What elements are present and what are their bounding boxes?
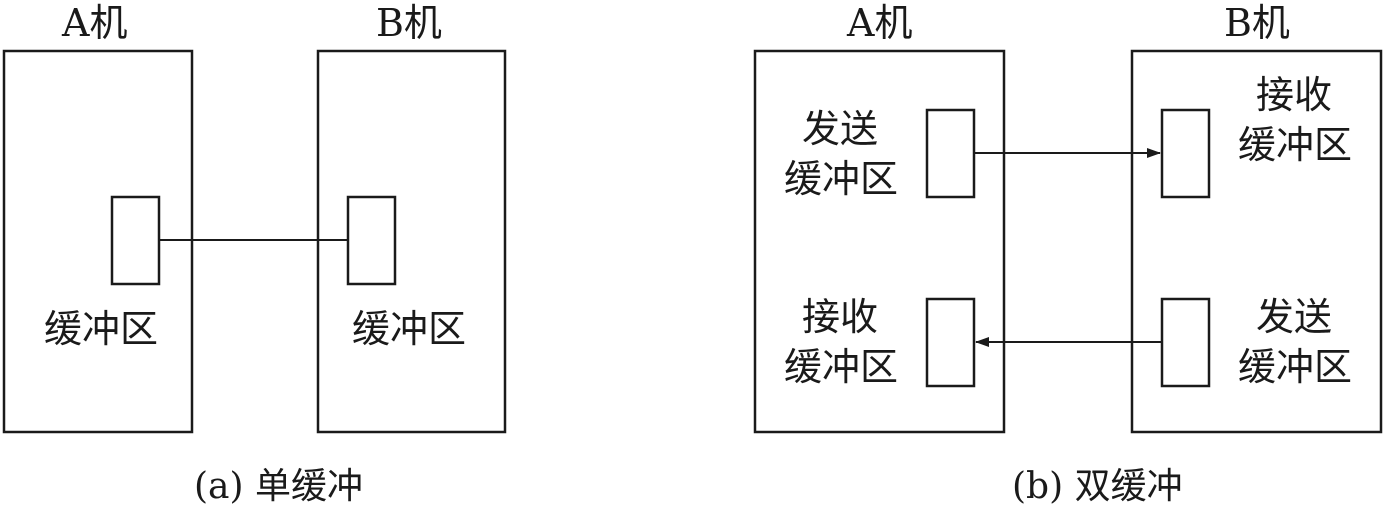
a-recv-label-line2: 缓冲区 — [784, 345, 899, 389]
caption-single: (a) 单缓冲 — [194, 466, 363, 507]
buffer-a-label-single: 缓冲区 — [44, 307, 159, 351]
a-recv-label-line1: 接收 — [802, 295, 879, 339]
buffer-a-single — [110, 195, 161, 286]
buffer-b-single — [346, 195, 397, 286]
machine-b-box-double — [1130, 49, 1383, 434]
machine-a-box-single — [2, 49, 194, 434]
a-send-label-line1: 发送 — [802, 107, 879, 151]
b-send-label-line1: 发送 — [1256, 295, 1333, 339]
a-recv-buffer — [925, 297, 976, 388]
machine-b-label-double: B机 — [1224, 1, 1290, 45]
buffer-b-label-single: 缓冲区 — [352, 307, 467, 351]
b-recv-buffer — [1160, 108, 1211, 199]
b-recv-label-line2: 缓冲区 — [1238, 123, 1353, 167]
b-send-label-line2: 缓冲区 — [1238, 345, 1353, 389]
machine-b-box-single — [316, 49, 507, 434]
machine-a-label-single: A机 — [62, 1, 128, 45]
b-send-buffer — [1160, 297, 1211, 388]
a-send-label-line2: 缓冲区 — [784, 157, 899, 201]
machine-a-box-double — [753, 49, 1006, 434]
machine-b-label-single: B机 — [376, 1, 442, 45]
b-recv-label-line1: 接收 — [1256, 73, 1333, 117]
machine-a-label-double: A机 — [847, 1, 913, 45]
a-send-buffer — [925, 108, 976, 199]
caption-double: (b) 双缓冲 — [1012, 466, 1183, 507]
